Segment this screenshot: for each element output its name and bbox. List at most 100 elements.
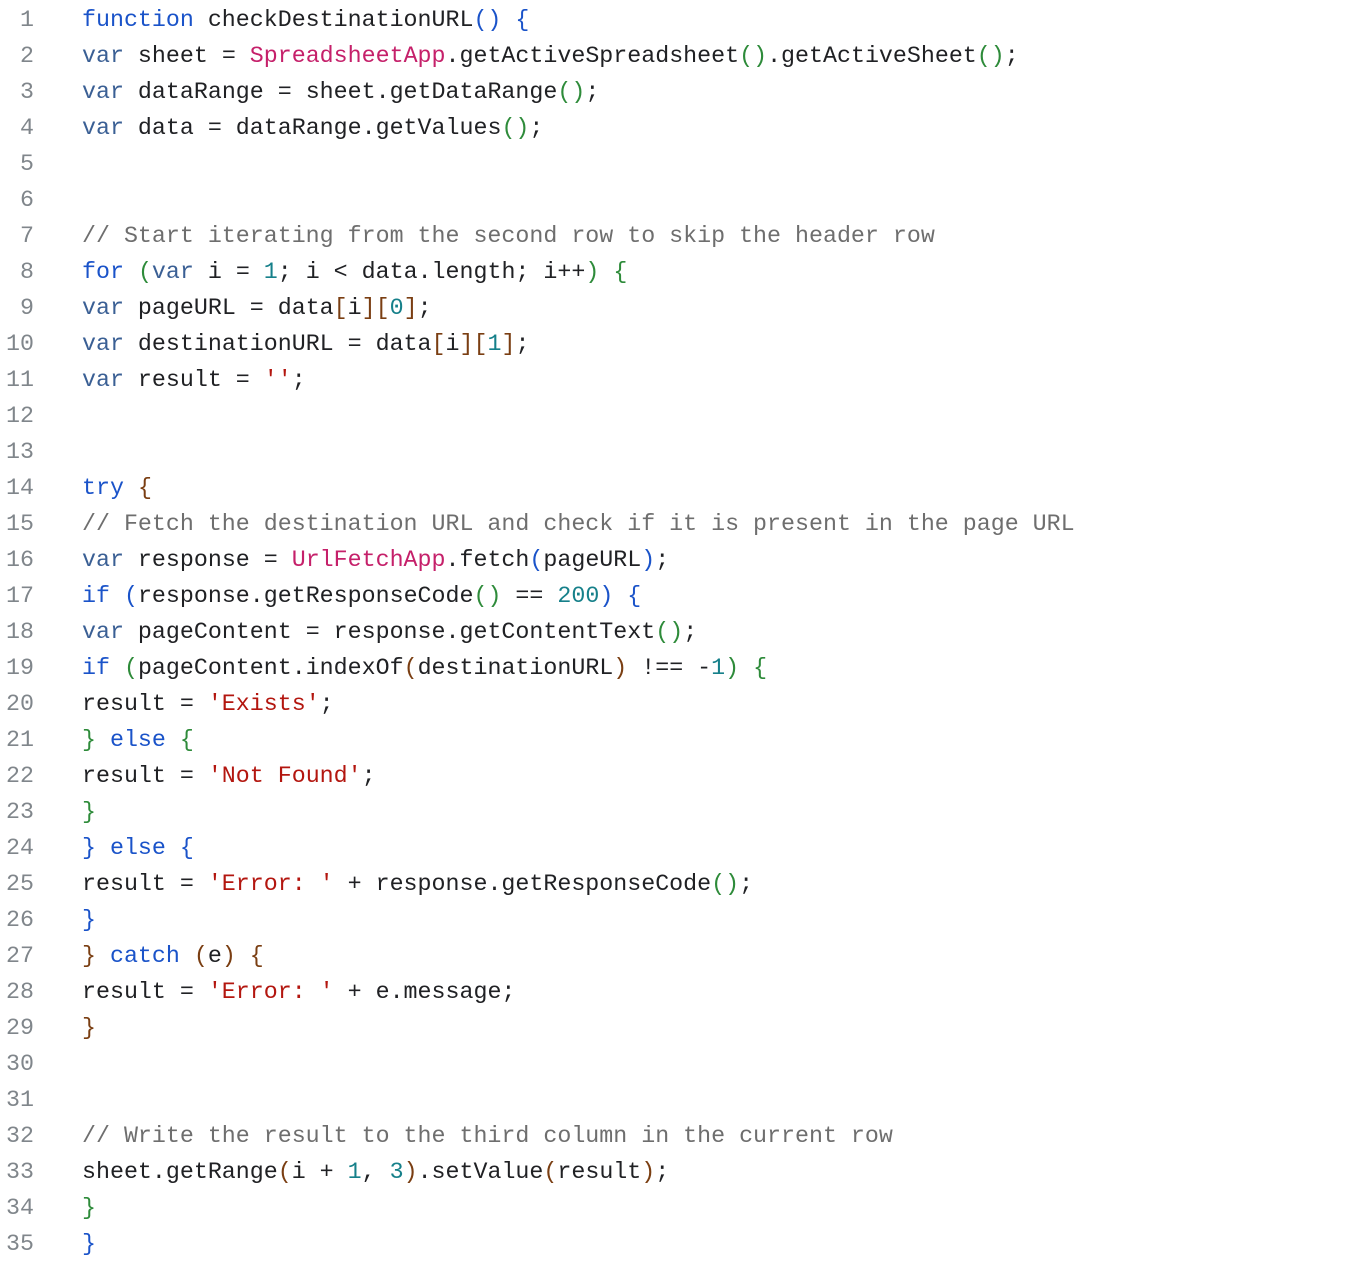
code-text: if (pageContent.indexOf(destinationURL) … — [82, 650, 767, 686]
token-str: '' — [263, 367, 292, 393]
token-t: i = — [193, 259, 264, 285]
token-t: .getActiveSheet — [767, 43, 977, 69]
token-b2: { — [179, 727, 194, 753]
token-b3: ( — [403, 655, 418, 681]
token-t: response.getResponseCode — [137, 583, 474, 609]
token-t — [166, 835, 180, 861]
code-line[interactable]: 34} — [0, 1190, 1368, 1226]
token-num: 3 — [389, 1159, 404, 1185]
token-b2: () — [473, 583, 502, 609]
token-b3: ) — [613, 655, 628, 681]
token-str: 'Error: ' — [207, 979, 334, 1005]
token-t: ; — [515, 331, 530, 357]
token-t: ; — [291, 367, 306, 393]
code-text: result = 'Error: ' + e.message; — [82, 974, 515, 1010]
token-kw: catch — [109, 943, 180, 969]
code-line[interactable]: 13 — [0, 434, 1368, 470]
token-t — [599, 259, 613, 285]
code-text: } — [82, 794, 96, 830]
token-t: , — [361, 1159, 390, 1185]
token-t: .setValue — [417, 1159, 544, 1185]
token-t: destinationURL = data — [123, 331, 432, 357]
token-t: ; — [655, 1159, 670, 1185]
token-var: var — [82, 367, 124, 393]
token-b2: () — [557, 79, 586, 105]
line-number: 5 — [20, 151, 34, 177]
line-number: 20 — [6, 691, 34, 717]
token-num: 1 — [347, 1159, 362, 1185]
token-num: 0 — [389, 295, 404, 321]
token-b1: () — [473, 7, 502, 33]
code-line[interactable]: 5 — [0, 146, 1368, 182]
code-line[interactable]: 6 — [0, 182, 1368, 218]
code-text: for (var i = 1; i < data.length; i++) { — [82, 254, 627, 290]
token-t: ; — [683, 619, 698, 645]
token-t — [96, 943, 110, 969]
code-text: } — [82, 1226, 96, 1262]
code-line[interactable]: 29} — [0, 1010, 1368, 1046]
line-number: 27 — [6, 943, 34, 969]
code-text: // Start iterating from the second row t… — [82, 218, 935, 254]
token-t: + response.getResponseCode — [333, 871, 712, 897]
code-line[interactable]: 10 var destinationURL = data[i][1]; — [0, 326, 1368, 362]
line-number: 10 — [6, 331, 34, 357]
line-number: 21 — [6, 727, 34, 753]
line-number: 23 — [6, 799, 34, 825]
code-line[interactable]: 21} else { — [0, 722, 1368, 758]
code-line[interactable]: 30 — [0, 1046, 1368, 1082]
token-b2: () — [501, 115, 530, 141]
token-t — [739, 655, 753, 681]
token-t: ; — [529, 115, 544, 141]
line-number: 29 — [6, 1015, 34, 1041]
token-var: var — [82, 331, 124, 357]
token-b1: { — [179, 835, 194, 861]
token-t: !== - — [627, 655, 712, 681]
token-b2: { — [613, 259, 628, 285]
code-text: var sheet = SpreadsheetApp.getActiveSpre… — [82, 38, 1019, 74]
token-b2: ( — [137, 259, 152, 285]
token-t: ; — [1004, 43, 1019, 69]
token-var: var — [151, 259, 194, 285]
code-text: var response = UrlFetchApp.fetch(pageURL… — [82, 542, 669, 578]
code-line[interactable]: 15// Fetch the destination URL and check… — [0, 506, 1368, 542]
token-b3: { — [137, 475, 152, 501]
code-line[interactable]: 27} catch (e) { — [0, 938, 1368, 974]
code-line[interactable]: 7// Start iterating from the second row … — [0, 218, 1368, 254]
code-line[interactable]: 35} — [0, 1226, 1368, 1262]
code-line[interactable]: 24} else { — [0, 830, 1368, 866]
token-com: // Fetch the destination URL and check i… — [82, 511, 1075, 537]
token-cls: UrlFetchApp — [291, 547, 446, 573]
code-text: var destinationURL = data[i][1]; — [82, 326, 529, 362]
token-kw: else — [109, 727, 166, 753]
code-line[interactable]: 26} — [0, 902, 1368, 938]
code-line[interactable]: 12 — [0, 398, 1368, 434]
code-line[interactable]: 23} — [0, 794, 1368, 830]
code-line[interactable]: 31 — [0, 1082, 1368, 1118]
line-number: 12 — [6, 403, 34, 429]
code-text: var result = ''; — [82, 362, 306, 398]
line-number: 35 — [6, 1231, 34, 1257]
token-b1: { — [627, 583, 642, 609]
code-line[interactable]: 32// Write the result to the third colum… — [0, 1118, 1368, 1154]
token-com: // Write the result to the third column … — [82, 1123, 893, 1149]
token-t: ; — [319, 691, 334, 717]
line-number: 31 — [6, 1087, 34, 1113]
